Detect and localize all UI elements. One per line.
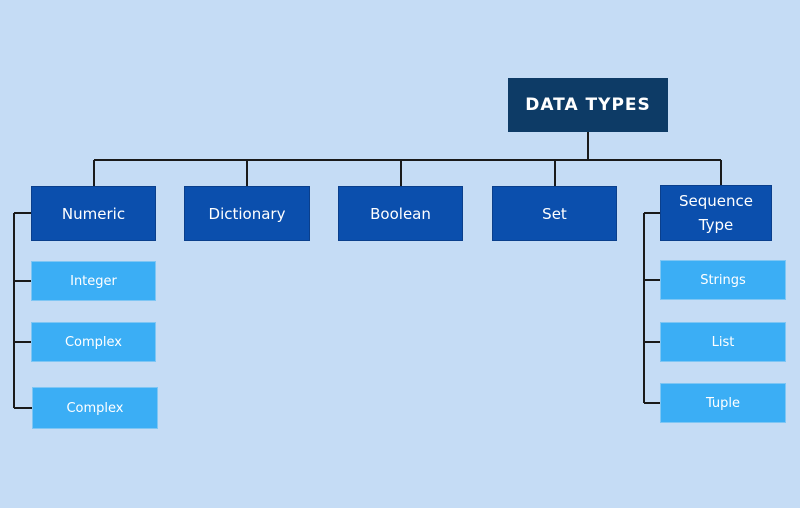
leaf-node-complex: Complex xyxy=(31,322,156,362)
root-node-data-types: DATA TYPES xyxy=(508,78,668,132)
leaf-node-list: List xyxy=(660,322,786,362)
category-node-boolean: Boolean xyxy=(338,186,463,241)
leaf-node-complex-second: Complex xyxy=(32,387,158,429)
leaf-node-integer: Integer xyxy=(31,261,156,301)
category-node-set: Set xyxy=(492,186,617,241)
category-node-dictionary: Dictionary xyxy=(184,186,310,241)
category-node-sequence-type: Sequence Type xyxy=(660,185,772,241)
category-node-numeric: Numeric xyxy=(31,186,156,241)
leaf-node-strings: Strings xyxy=(660,260,786,300)
leaf-node-tuple: Tuple xyxy=(660,383,786,423)
